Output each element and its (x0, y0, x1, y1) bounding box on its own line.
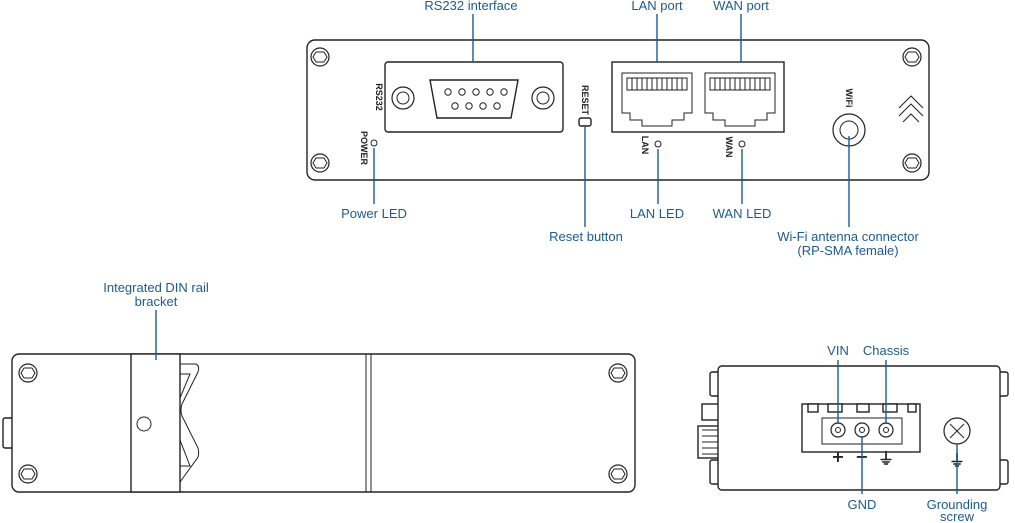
grounding-screw-label-line2: screw (940, 509, 975, 523)
power-led-label: Power LED (341, 206, 407, 221)
chassis-label: Chassis (863, 343, 910, 358)
din-bracket-label-line1: Integrated DIN rail (103, 280, 209, 295)
ethernet-ports (611, 61, 785, 133)
vin-terminal (830, 422, 846, 438)
wan-led (738, 140, 746, 148)
lan-led (654, 140, 662, 148)
rs232-connector (384, 61, 564, 133)
power-callouts (837, 360, 958, 494)
reset-device-label: RESET (580, 85, 590, 116)
gnd-terminal (854, 422, 870, 438)
lan-device-label: LAN (640, 136, 650, 155)
front-panel-view: RS232 POWER RESET LAN WAN WiFi (306, 39, 930, 181)
front-panel-screws (310, 47, 922, 173)
side-body (11, 353, 636, 493)
rs232-device-label: RS232 (374, 83, 384, 111)
reset-button-shape (578, 117, 592, 127)
front-callouts (373, 14, 850, 227)
din-rail-bracket (130, 353, 200, 493)
wan-device-label: WAN (724, 137, 734, 158)
wifi-connector-label-line2: (RP-SMA female) (797, 243, 898, 258)
lan-port-label: LAN port (631, 0, 683, 13)
power-panel-view: + − ⏚ ⏚ (697, 365, 1009, 491)
brand-logo-icon (898, 95, 924, 123)
grounding-screw-icon (943, 417, 971, 445)
plus-symbol: + (831, 447, 844, 466)
rs232-interface-label: RS232 interface (424, 0, 517, 13)
power-device-label: POWER (359, 131, 369, 166)
ground-symbol: ⏚ (878, 449, 894, 468)
wifi-connector-label-line1: Wi-Fi antenna connector (777, 229, 919, 244)
wan-led-label: WAN LED (713, 206, 772, 221)
chassis-terminal (878, 422, 894, 438)
reset-button-label: Reset button (549, 229, 623, 244)
grounding-screw-label-line1: Grounding (927, 497, 988, 512)
vin-label: VIN (827, 343, 849, 358)
din-bracket-label-line2: bracket (135, 294, 178, 309)
wan-port-label: WAN port (713, 0, 769, 13)
power-led (370, 139, 378, 147)
side-screws (18, 363, 628, 484)
gnd-label: GND (848, 497, 877, 512)
wifi-device-label: WiFi (844, 89, 854, 108)
side-view (2, 353, 636, 493)
lan-led-label: LAN LED (630, 206, 684, 221)
power-terminal-block (801, 403, 921, 453)
